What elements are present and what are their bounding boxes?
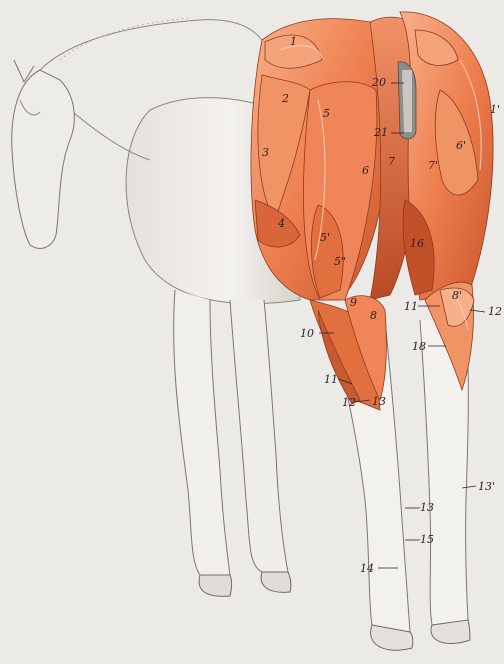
label-5-prime: 5' <box>320 232 330 243</box>
label-12-right: 12 <box>488 306 502 317</box>
hindquarter-muscles <box>251 12 493 410</box>
label-1: 1 <box>290 36 297 47</box>
label-13-lower: 13 <box>420 502 434 513</box>
label-13-upper: 13 <box>372 396 386 407</box>
label-21: 21 <box>374 127 388 138</box>
label-18: 18 <box>412 341 426 352</box>
label-5: 5 <box>323 108 330 119</box>
label-7: 7 <box>388 156 395 167</box>
label-12-left: 12 <box>342 397 356 408</box>
label-15: 15 <box>420 534 434 545</box>
label-5-double-prime: 5" <box>334 256 346 267</box>
label-6-prime: 6' <box>456 140 466 151</box>
label-14: 14 <box>360 563 374 574</box>
label-13-prime: 13' <box>478 481 495 492</box>
label-1-prime: 1' <box>490 104 500 115</box>
label-8-prime: 8' <box>452 290 462 301</box>
label-6: 6 <box>362 165 369 176</box>
label-3: 3 <box>262 147 269 158</box>
label-10: 10 <box>300 328 314 339</box>
label-11-left: 11 <box>324 374 338 385</box>
label-8: 8 <box>370 310 377 321</box>
label-4: 4 <box>278 218 285 229</box>
label-16: 16 <box>410 238 424 249</box>
label-2: 2 <box>282 93 289 104</box>
label-11-right: 11 <box>404 301 418 312</box>
label-7-prime: 7' <box>428 160 438 171</box>
label-9: 9 <box>350 297 357 308</box>
label-20: 20 <box>372 77 386 88</box>
